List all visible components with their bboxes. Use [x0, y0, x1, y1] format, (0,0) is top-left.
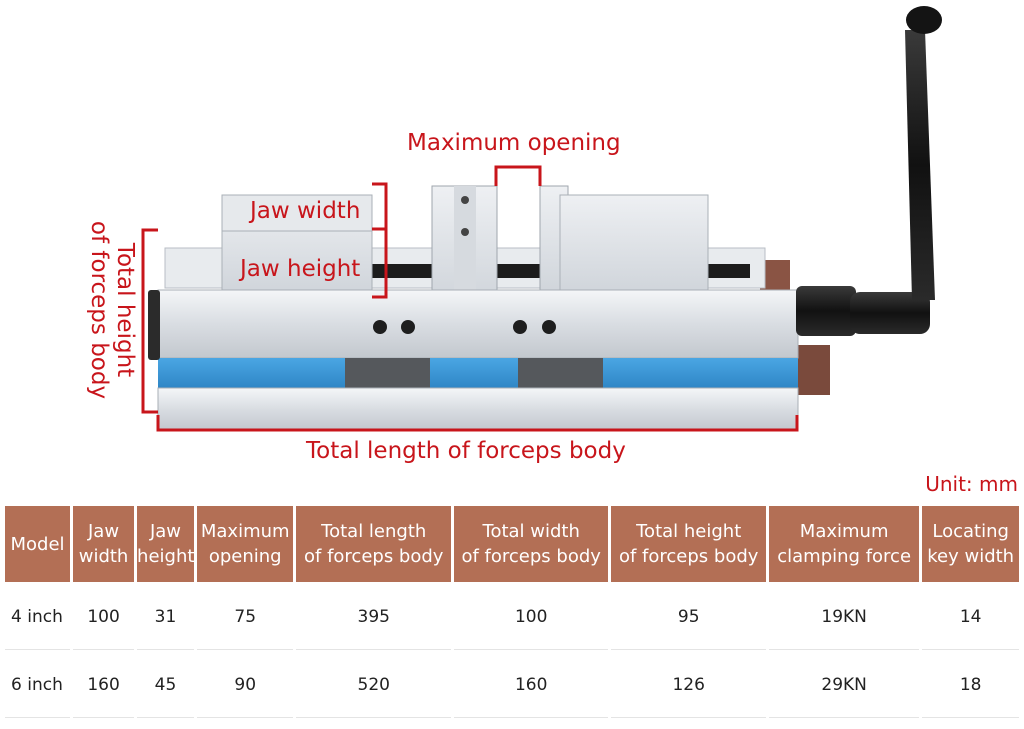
unit-label: Unit: mm — [925, 472, 1018, 496]
vise-body — [157, 289, 799, 359]
total-height-label-line2: of forceps body — [86, 220, 112, 400]
cell-jaw-height: 31 — [137, 585, 194, 650]
cell-locating-key-width: 18 — [922, 653, 1019, 718]
cell-clamping-force: 19KN — [768, 585, 920, 650]
total-height-label-line1: Total height — [112, 242, 138, 378]
jaw-width-label: Jaw width — [250, 198, 361, 224]
cell-model: 4 inch — [5, 585, 71, 650]
cell-model: 6 inch — [5, 653, 71, 718]
cell-total-length: 520 — [296, 653, 451, 718]
table-row: 6 inch 160 45 90 520 160 126 29KN 18 — [5, 653, 1019, 718]
cell-total-height: 95 — [611, 585, 766, 650]
cell-total-height: 126 — [611, 653, 766, 718]
cell-jaw-width: 100 — [73, 585, 135, 650]
vise-base — [157, 387, 799, 431]
jaw-height-label: Jaw height — [240, 256, 361, 282]
cell-jaw-width: 160 — [73, 653, 135, 718]
table-row: 4 inch 100 31 75 395 100 95 19KN 14 — [5, 585, 1019, 650]
cell-total-width: 160 — [453, 653, 609, 718]
header-model: Model — [5, 506, 71, 582]
blue-band — [158, 358, 798, 388]
cell-total-length: 395 — [296, 585, 451, 650]
cell-jaw-height: 45 — [137, 653, 194, 718]
vise-illustration — [141, 6, 942, 432]
handle-lever — [905, 30, 935, 300]
cell-maximum-opening: 75 — [196, 585, 294, 650]
total-length-label: Total length of forceps body — [306, 438, 626, 464]
cell-maximum-opening: 90 — [196, 653, 294, 718]
total-height-label: Total height of forceps body — [86, 221, 138, 399]
handle-hub — [796, 286, 856, 336]
handle-knob — [906, 6, 942, 34]
max-opening-label: Maximum opening — [407, 130, 621, 156]
cell-locating-key-width: 14 — [922, 585, 1019, 650]
cell-total-width: 100 — [453, 585, 609, 650]
cell-clamping-force: 29KN — [768, 653, 920, 718]
